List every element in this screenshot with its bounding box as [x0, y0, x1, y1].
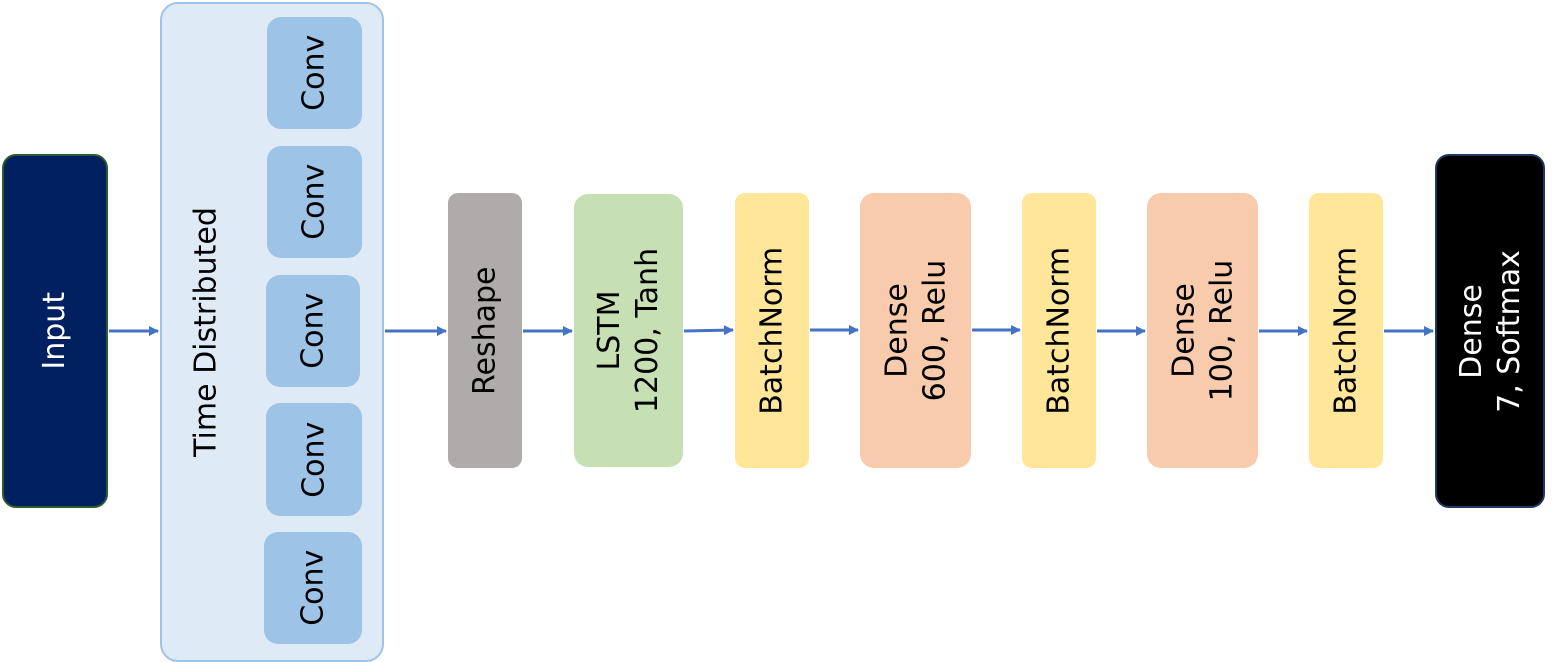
conv-block-4: Conv [266, 403, 362, 516]
dense-block-2: Dense 100, Relu [1147, 193, 1258, 468]
conv-block-2: Conv [267, 146, 362, 258]
batchnorm-block-3: BatchNorm [1309, 193, 1383, 468]
lstm-block: LSTM 1200, Tanh [574, 194, 683, 467]
output-dense-block: Dense 7, Softmax [1435, 154, 1545, 508]
batchnorm-block-1: BatchNorm [735, 193, 809, 468]
batchnorm-block-2: BatchNorm [1022, 193, 1096, 468]
reshape-block: Reshape [448, 193, 522, 468]
conv-block-1: Conv [267, 17, 362, 129]
conv-block-5: Conv [264, 532, 362, 644]
arrow-lstm-to-batchnorm1 [683, 325, 734, 336]
input-block: Input [2, 154, 108, 508]
conv-block-3: Conv [266, 275, 360, 387]
dense-block-1: Dense 600, Relu [860, 193, 971, 468]
